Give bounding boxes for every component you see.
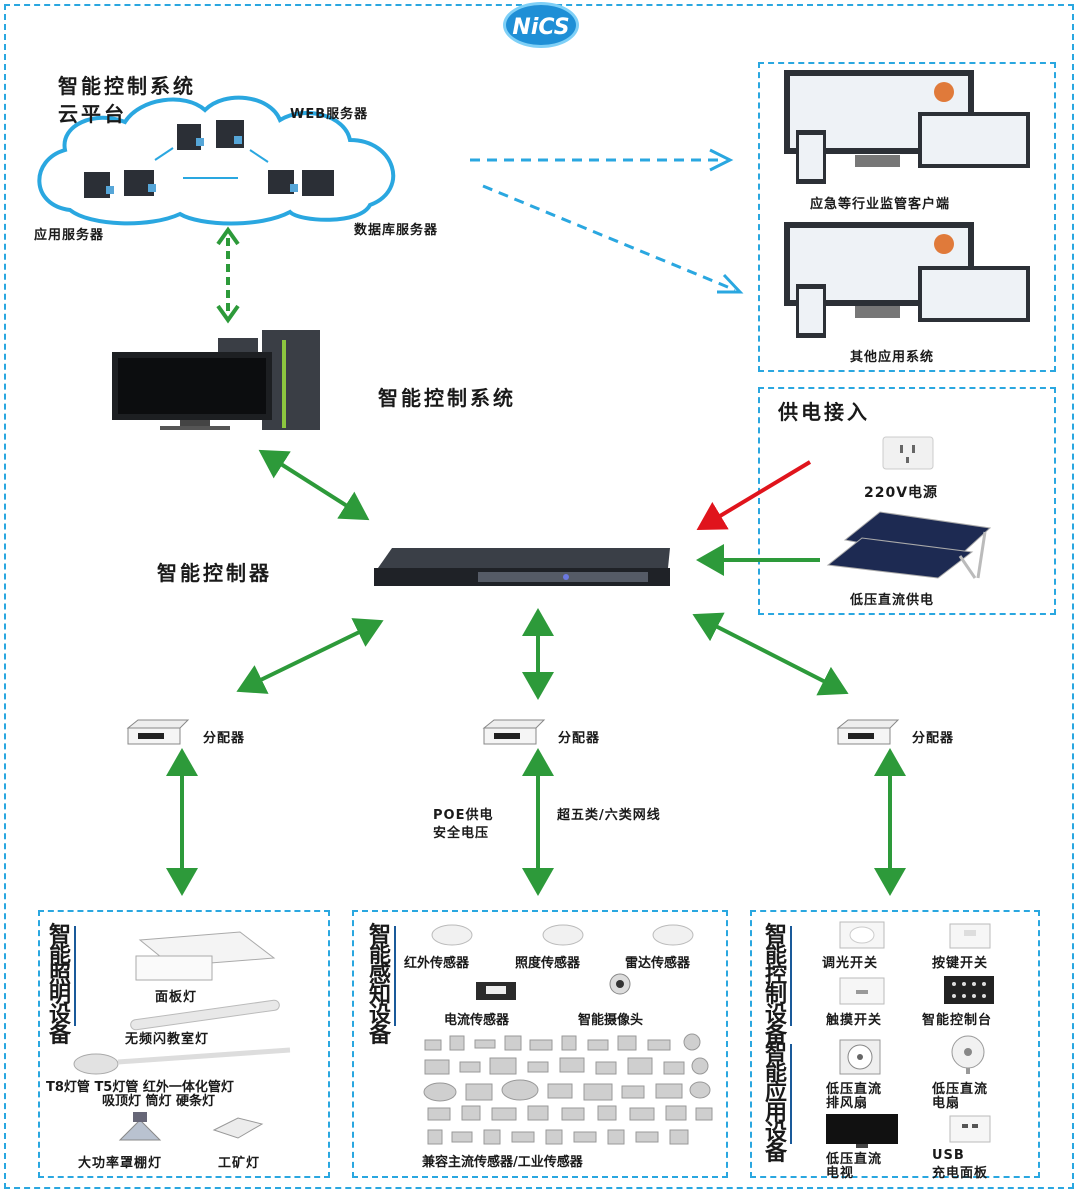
infrared-sensor-icon	[431, 924, 473, 946]
web-server-icon	[177, 120, 244, 150]
app-item-tv-line2: 电视	[826, 1166, 855, 1181]
app-item-fan-line1: 低压直流	[932, 1082, 989, 1097]
television-icon	[826, 1114, 898, 1148]
lighting-item-mining: 工矿灯	[218, 1156, 261, 1171]
web-server-label: WEB服务器	[290, 107, 369, 122]
distributor-icon-right	[836, 719, 900, 745]
control-console-icon	[944, 976, 994, 1004]
app-item-fan-line2: 电扇	[932, 1096, 961, 1111]
sensing-item-illuminance: 照度传感器	[515, 956, 581, 971]
application-devices-title: 智能应用设备	[762, 1043, 792, 1165]
distributor-label-right: 分配器	[912, 731, 955, 746]
distributor-icon-middle	[482, 719, 546, 745]
dc-power-label: 低压直流供电	[850, 593, 935, 608]
poe-label-line1: POE供电	[433, 808, 494, 823]
lighting-box	[38, 910, 330, 1178]
current-sensor-icon	[476, 982, 516, 1000]
tube-light-icon	[73, 1047, 291, 1075]
nics-logo: NiCS	[503, 2, 579, 48]
distributor-label-middle: 分配器	[558, 731, 601, 746]
power-title: 供电接入	[778, 400, 870, 424]
control-devices-title: 智能控制设备	[762, 925, 792, 1047]
control-system-computer-icon	[112, 330, 320, 430]
industrial-sensors-collage	[423, 1033, 713, 1145]
touch-switch-icon	[839, 977, 885, 1005]
dimmer-switch-icon	[839, 921, 885, 949]
lighting-item-tubes: T8灯管 T5灯管 红外一体化管灯	[46, 1080, 234, 1095]
sensing-box	[352, 910, 728, 1178]
app-item-usb-line1: USB	[932, 1148, 965, 1163]
canopy-light-icon	[118, 1112, 162, 1141]
sensing-title: 智能感知设备	[366, 925, 396, 1047]
sensing-item-radar: 雷达传感器	[625, 956, 691, 971]
client-screens-icon-bottom	[784, 222, 1030, 338]
app-item-exhaust-line1: 低压直流	[826, 1082, 883, 1097]
solar-panel-icon	[826, 511, 992, 579]
control-item-dimmer: 调光开关	[822, 956, 879, 971]
lighting-item-panel: 面板灯	[155, 990, 198, 1005]
app-item-exhaust-line2: 排风扇	[826, 1096, 869, 1111]
control-box	[750, 910, 1040, 1178]
smart-controller-device-icon	[374, 548, 670, 586]
camera-icon	[609, 973, 631, 995]
sensing-item-camera: 智能摄像头	[578, 1013, 644, 1028]
app-server-label: 应用服务器	[34, 228, 105, 243]
power-socket-icon	[882, 436, 934, 470]
control-item-key: 按键开关	[932, 956, 989, 971]
sensing-item-infrared: 红外传感器	[404, 956, 470, 971]
cloud-title-line1: 智能控制系统	[58, 74, 196, 98]
lighting-item-classroom: 无频闪教室灯	[125, 1032, 210, 1047]
exhaust-fan-icon	[839, 1039, 881, 1075]
radar-sensor-icon	[652, 924, 694, 946]
lighting-item-ceiling: 吸顶灯 筒灯 硬条灯	[102, 1094, 216, 1109]
classroom-light-icon	[130, 999, 280, 1031]
panel-light-icon	[135, 931, 276, 981]
control-system-label: 智能控制系统	[378, 386, 516, 410]
poe-label-line2: 安全电压	[433, 826, 490, 841]
cloud-title-line2: 云平台	[58, 102, 127, 126]
key-switch-icon	[949, 923, 991, 949]
app-server-icon	[84, 170, 156, 198]
sensing-item-industrial: 兼容主流传感器/工业传感器	[422, 1155, 583, 1170]
electric-fan-icon	[951, 1035, 985, 1074]
sensing-item-current: 电流传感器	[444, 1013, 510, 1028]
client-box	[758, 62, 1056, 372]
client-screens-icon-top	[784, 70, 1030, 184]
usb-panel-icon	[949, 1115, 991, 1143]
power-box	[758, 387, 1056, 615]
database-server-icon	[268, 170, 334, 196]
illuminance-sensor-icon	[542, 924, 584, 946]
controller-label: 智能控制器	[157, 561, 272, 585]
emergency-client-label: 应急等行业监管客户端	[810, 197, 951, 212]
app-item-usb-line2: 充电面板	[932, 1166, 989, 1181]
control-item-touch: 触摸开关	[826, 1013, 883, 1028]
network-cable-label: 超五类/六类网线	[557, 808, 661, 823]
lighting-item-canopy: 大功率罩棚灯	[78, 1156, 163, 1171]
mining-light-icon	[212, 1117, 264, 1139]
app-item-tv-line1: 低压直流	[826, 1152, 883, 1167]
lighting-title: 智能照明设备	[46, 925, 76, 1047]
control-item-console: 智能控制台	[922, 1013, 993, 1028]
other-system-label: 其他应用系统	[850, 350, 935, 365]
db-server-label: 数据库服务器	[354, 223, 439, 238]
ac-power-label: 220V电源	[864, 485, 939, 501]
distributor-label-left: 分配器	[203, 731, 246, 746]
distributor-icon-left	[126, 719, 190, 745]
